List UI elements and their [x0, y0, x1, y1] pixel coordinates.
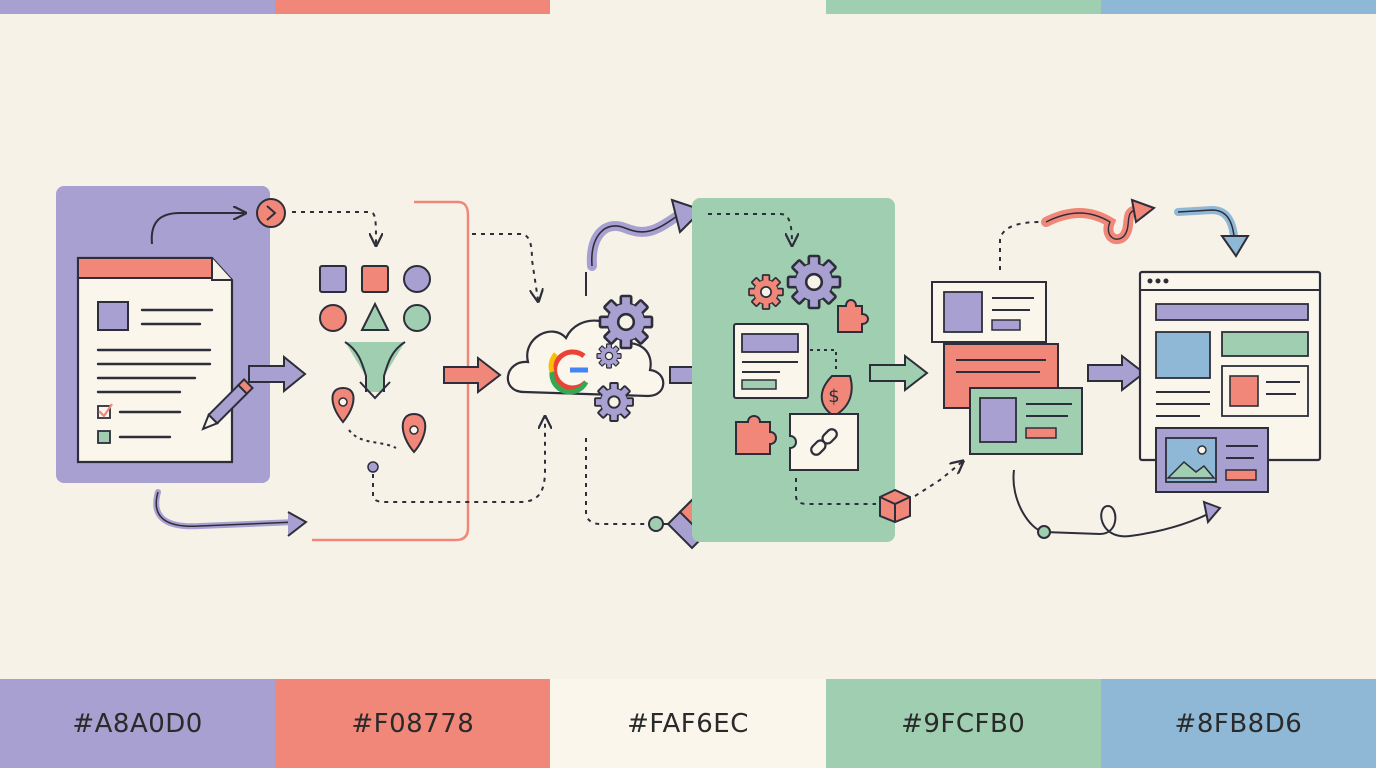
loop-start-dot: [1037, 525, 1051, 539]
google-logo-icon: G: [548, 349, 589, 395]
map-pin-icon: [331, 386, 355, 424]
chevron-circle-icon: [256, 198, 286, 228]
dotted-connector: [914, 462, 962, 497]
loop-arrow-icon: [1012, 469, 1217, 538]
wavy-coral-arrow-icon: [1041, 198, 1157, 245]
top-band-swatch-green: [825, 0, 1101, 14]
stage-shapes: [292, 200, 545, 542]
arrow-bottom-sweep-icon: [153, 489, 299, 530]
top-band-swatch-cream: [550, 0, 826, 14]
funnel-icon: [344, 341, 406, 400]
palette-swatch-cream: #FAF6EC: [550, 679, 826, 768]
card-icon: [969, 387, 1083, 455]
wavy-purple-arrow-icon: [586, 209, 685, 271]
stage-cloud: G: [506, 198, 738, 550]
coin-symbol: $: [828, 386, 839, 407]
top-band-swatch-purple: [0, 0, 276, 14]
dotted-connector: [795, 478, 876, 505]
image-gallery-card-icon: [1155, 427, 1269, 493]
swatch-hex-label: #9FCFB0: [901, 708, 1026, 739]
card-icon: [931, 281, 1047, 343]
cloud-icon: [506, 319, 665, 398]
stage-stacked-cards: [931, 198, 1222, 539]
link-chain-icon: [810, 428, 838, 456]
palette-swatch-purple: #A8A0D0: [0, 679, 276, 768]
stage-website: [1138, 205, 1322, 493]
blue-curved-arrow-icon: [1174, 205, 1250, 258]
stage-integration: $: [692, 198, 962, 542]
gear-icon: [748, 274, 784, 310]
palette-swatch-green: #9FCFB0: [825, 679, 1101, 768]
gear-icon: [594, 382, 634, 422]
color-palette: #A8A0D0 #F08778 #FAF6EC #9FCFB0 #8FB8D6: [0, 679, 1376, 768]
top-band-swatch-coral: [275, 0, 551, 14]
content-card-icon: [733, 323, 809, 399]
gear-icon: [598, 294, 654, 350]
pencil-icon: [201, 378, 254, 431]
link-card-icon: [789, 413, 859, 471]
shape-grid-icon: [319, 265, 431, 332]
dotted-connector: [810, 349, 837, 372]
stage-document: [56, 186, 308, 537]
gear-icon: [786, 254, 842, 310]
browser-window-icon: [1138, 270, 1322, 462]
dotted-connector: [372, 418, 545, 503]
route-dot: [367, 461, 379, 473]
palette-swatch-blue: #8FB8D6: [1100, 679, 1376, 768]
workflow-diagram: G: [56, 186, 1322, 550]
dotted-connector: [999, 221, 1041, 270]
swatch-hex-label: #A8A0D0: [72, 708, 203, 739]
arrow-top-loop-icon: [150, 213, 244, 245]
gear-icon: [596, 343, 622, 369]
dotted-connector: [292, 211, 376, 244]
block-arrow-icon: [248, 354, 307, 394]
dotted-connector: [708, 213, 792, 244]
dotted-route: [348, 429, 397, 449]
swatch-hex-label: #F08778: [351, 708, 475, 739]
top-color-band: [0, 0, 1376, 14]
swatch-hex-label: #8FB8D6: [1174, 708, 1303, 739]
dotted-connector: [472, 233, 538, 300]
block-arrow-icon: [1087, 353, 1146, 393]
swatch-hex-label: #FAF6EC: [627, 708, 749, 739]
palette-swatch-coral: #F08778: [275, 679, 551, 768]
map-pin-icon: [401, 412, 427, 454]
puzzle-piece-icon: [735, 415, 777, 455]
top-band-swatch-blue: [1100, 0, 1376, 14]
block-arrow-icon: [869, 353, 929, 393]
block-arrow-icon: [443, 355, 502, 395]
dotted-connector: [585, 438, 660, 525]
cube-icon: [879, 488, 911, 524]
puzzle-piece-icon: [837, 299, 869, 333]
document-page-icon: [76, 256, 234, 464]
